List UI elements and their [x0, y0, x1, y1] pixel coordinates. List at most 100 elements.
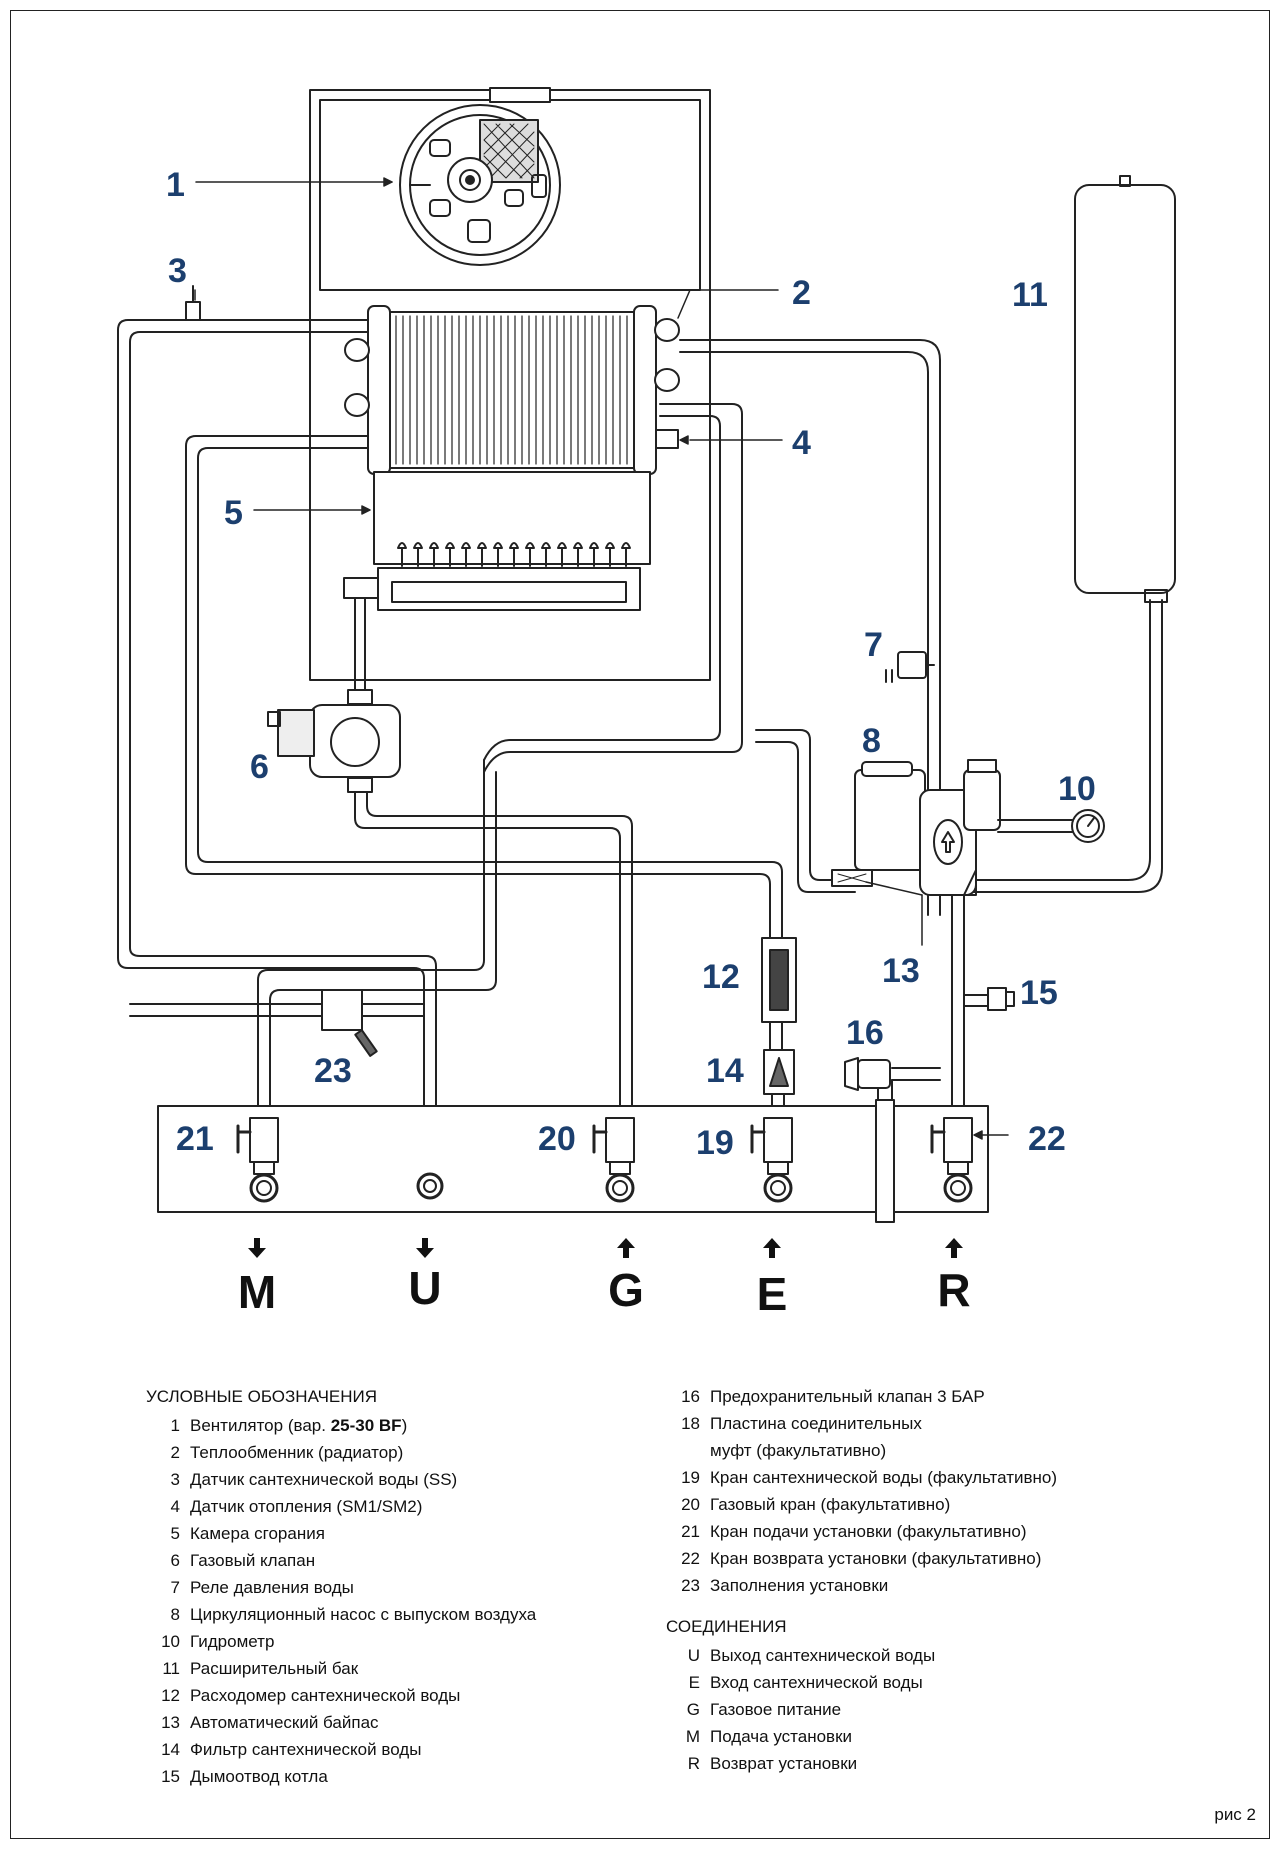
legend-item-text: Кран возврата установки (факультативно): [710, 1549, 1042, 1568]
legend-item-text: Заполнения установки: [710, 1576, 889, 1595]
pipe-end-inner: [256, 1180, 272, 1196]
callouts: 1 2 3 4 5 6 7 8 10 11 12 13 14 15 16 19 …: [166, 166, 1096, 1162]
legend-item-number: 8: [170, 1605, 180, 1624]
sensor-ss: [185, 285, 201, 321]
tap-nut: [609, 1161, 631, 1175]
connection-legend-item-number: G: [686, 1700, 700, 1719]
connection-legend-item-text: Газовое питание: [710, 1700, 842, 1719]
connection-letters: M U G E R: [238, 1262, 971, 1320]
connection-g: G: [608, 1264, 644, 1316]
gas-valve: [267, 597, 401, 793]
connections-title: СОЕДИНЕНИЯ: [666, 1617, 787, 1636]
burner-jet: [445, 542, 455, 567]
legend-item-number: 2: [170, 1443, 180, 1462]
water-pressure-switch: [885, 651, 935, 683]
tap-body: [249, 1117, 279, 1163]
callout-22: 22: [1028, 1120, 1066, 1158]
legend-item-text: Газовый кран (факультативно): [710, 1495, 951, 1514]
connection-legend-item-number: U: [687, 1646, 700, 1665]
legend-item-text: муфт (факультативно): [710, 1441, 887, 1460]
combustion-chamber: [343, 471, 651, 611]
legend-item-number: 15: [161, 1767, 180, 1786]
connection-e: E: [757, 1268, 788, 1320]
connection-legend-item-text: Выход сантехнической воды: [710, 1646, 936, 1665]
callout-14: 14: [706, 1052, 744, 1090]
connection-legend-item: U Выход сантехнической воды: [666, 1642, 1057, 1669]
connection-legend-item-text: Возврат установки: [710, 1754, 858, 1773]
callout-1: 1: [166, 166, 185, 204]
burner-jet: [621, 542, 631, 567]
burner-jet: [461, 542, 471, 567]
pipe-end: [943, 1173, 973, 1203]
tap-handle: [236, 1124, 252, 1154]
callout-19: 19: [696, 1124, 734, 1162]
burner-jet: [525, 542, 535, 567]
callout-21: 21: [176, 1120, 214, 1158]
callout-5: 5: [224, 494, 243, 532]
legend-item: 1 Вентилятор (вар. 25-30 BF): [146, 1412, 536, 1439]
pipe-end: [249, 1173, 279, 1203]
callout-7: 7: [864, 626, 883, 664]
legend-item-number: 1: [170, 1416, 180, 1435]
legend-item: 8 Циркуляционный насос с выпуском воздуха: [146, 1601, 537, 1628]
arrow-down-icon: [248, 1238, 266, 1258]
pipe-end: [416, 1172, 444, 1200]
legend-item-text: Камера сгорания: [190, 1524, 325, 1543]
callout-8: 8: [862, 722, 881, 760]
callout-13: 13: [882, 952, 920, 990]
legend-item-text: Циркуляционный насос с выпуском воздуха: [190, 1605, 537, 1624]
legend-item-number: 18: [681, 1414, 700, 1433]
legend-item-number: 5: [170, 1524, 180, 1543]
burner-jet: [429, 542, 439, 567]
legend-item-number: 4: [170, 1497, 180, 1516]
legend-item-number: 21: [681, 1522, 700, 1541]
arrow-down-icon: [416, 1238, 434, 1258]
legend-item1-end: ): [401, 1416, 408, 1435]
direction-arrows: [248, 1238, 963, 1258]
connection-legend-item-text: Вход сантехнической воды: [710, 1673, 923, 1692]
hydrometer: [997, 809, 1105, 843]
legend-item-number: 19: [681, 1468, 700, 1487]
legend-item-text: Вентилятор (вар. 25-30 BF): [190, 1412, 407, 1439]
tap-nut: [947, 1161, 969, 1175]
legend-item-number: 14: [161, 1740, 180, 1759]
legend-item-number: 22: [681, 1549, 700, 1568]
pipe-end: [605, 1173, 635, 1203]
legend-item-number: 12: [161, 1686, 180, 1705]
burner-jet: [573, 542, 583, 567]
legend-item-text: Реле давления воды: [190, 1578, 354, 1597]
callout-12: 12: [702, 958, 740, 996]
page-frame: [10, 10, 1270, 1839]
callout-6: 6: [250, 748, 269, 786]
legend-item-text: Предохранительный клапан 3 БАР: [710, 1387, 985, 1406]
burner-jet: [413, 542, 423, 567]
pipe-end-inner: [612, 1180, 628, 1196]
callout-2: 2: [792, 274, 811, 312]
piping: [117, 319, 1163, 1221]
burner-jet: [557, 542, 567, 567]
callout-11: 11: [1012, 276, 1048, 314]
pipe-end-inner: [423, 1179, 437, 1193]
connection-m: M: [238, 1266, 276, 1318]
figure-label: рис 2: [1214, 1805, 1256, 1824]
bottom-taps: [236, 1117, 973, 1203]
legend-left: УСЛОВНЫЕ ОБОЗНАЧЕНИЯ 1 Вентилятор (вар. …: [146, 1383, 536, 1790]
pipe-end-inner: [950, 1180, 966, 1196]
callout-16: 16: [846, 1014, 884, 1052]
legend-item-number: 16: [681, 1387, 700, 1406]
legend-item: 5 Камера сгорания: [146, 1520, 536, 1547]
arrow-up-icon: [617, 1238, 635, 1258]
